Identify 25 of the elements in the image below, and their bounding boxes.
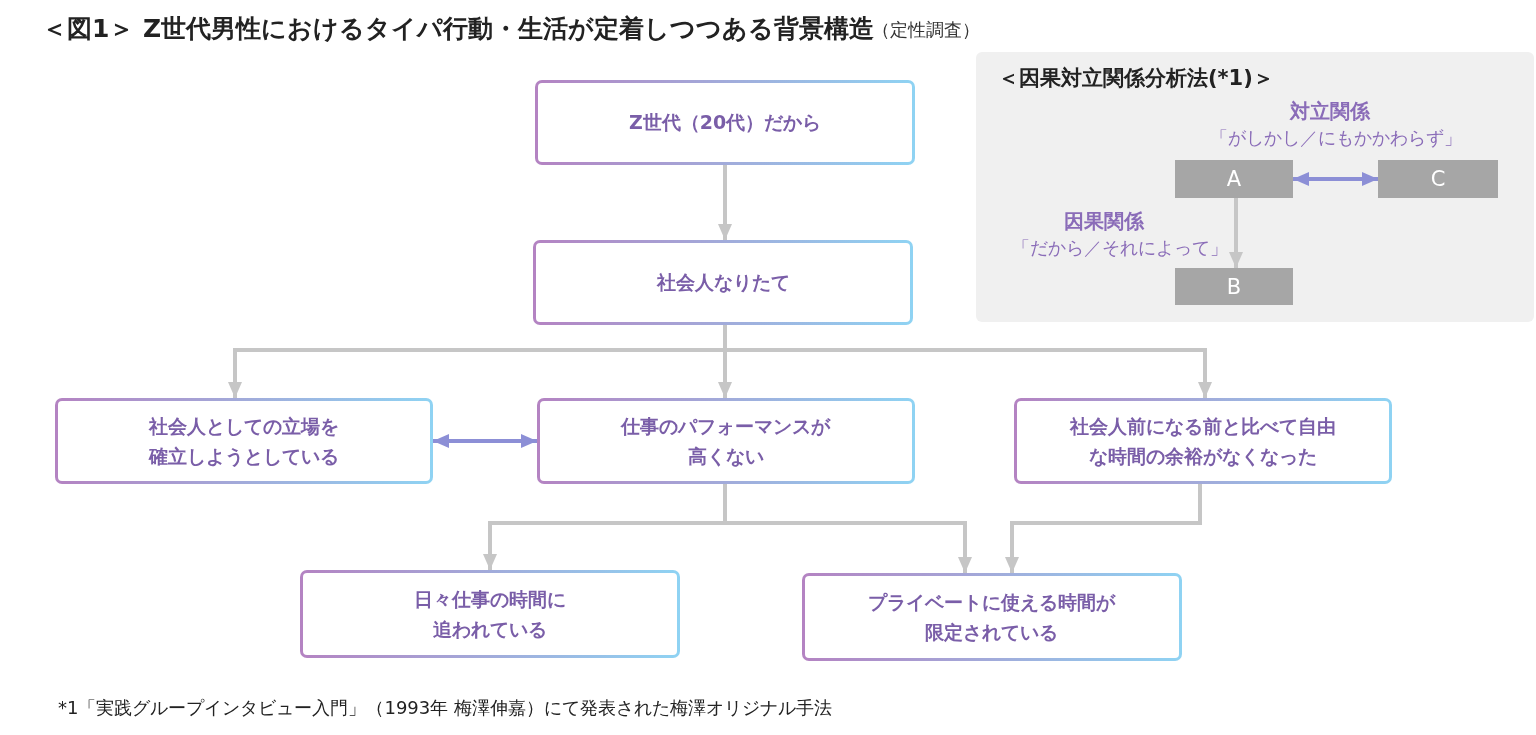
process-box: 社会人前になる前と比べて自由な時間の余裕がなくなった <box>1014 398 1392 484</box>
panel-heading: ＜因果対立関係分析法(*1)＞ <box>998 65 1274 92</box>
process-box: プライベートに使える時間が限定されている <box>802 573 1182 661</box>
arrow <box>1005 484 1202 573</box>
arrow <box>1229 198 1243 268</box>
title: ＜図1＞ Z世代男性におけるタイパ行動・生活が定着しつつある背景構造 <box>42 13 875 45</box>
sample-box: B <box>1175 268 1293 305</box>
process-box: 社会人としての立場を確立しようとしている <box>55 398 433 484</box>
relation-examples: 「だから／それによって」 <box>1012 236 1228 260</box>
relation-examples: 「がしかし／にもかかわらず」 <box>1210 126 1462 150</box>
arrow <box>1293 172 1378 186</box>
process-box: 社会人なりたて <box>533 240 913 325</box>
arrow <box>718 165 732 240</box>
arrow <box>433 434 537 448</box>
process-box: Z世代（20代）だから <box>535 80 915 165</box>
info-panel <box>976 52 1534 322</box>
arrow <box>723 325 1212 398</box>
arrow <box>723 484 972 573</box>
relation-heading: 因果関係 <box>1064 208 1144 235</box>
relation-heading: 対立関係 <box>1290 98 1370 125</box>
sample-box: C <box>1378 160 1498 198</box>
process-box: 日々仕事の時間に追われている <box>300 570 680 658</box>
footnote: *1「実践グループインタビュー入門」（1993年 梅澤伸嘉）にて発表された梅澤オリジナル手法 <box>58 696 832 720</box>
process-box: 仕事のパフォーマンスが高くない <box>537 398 915 484</box>
sample-box: A <box>1175 160 1293 198</box>
